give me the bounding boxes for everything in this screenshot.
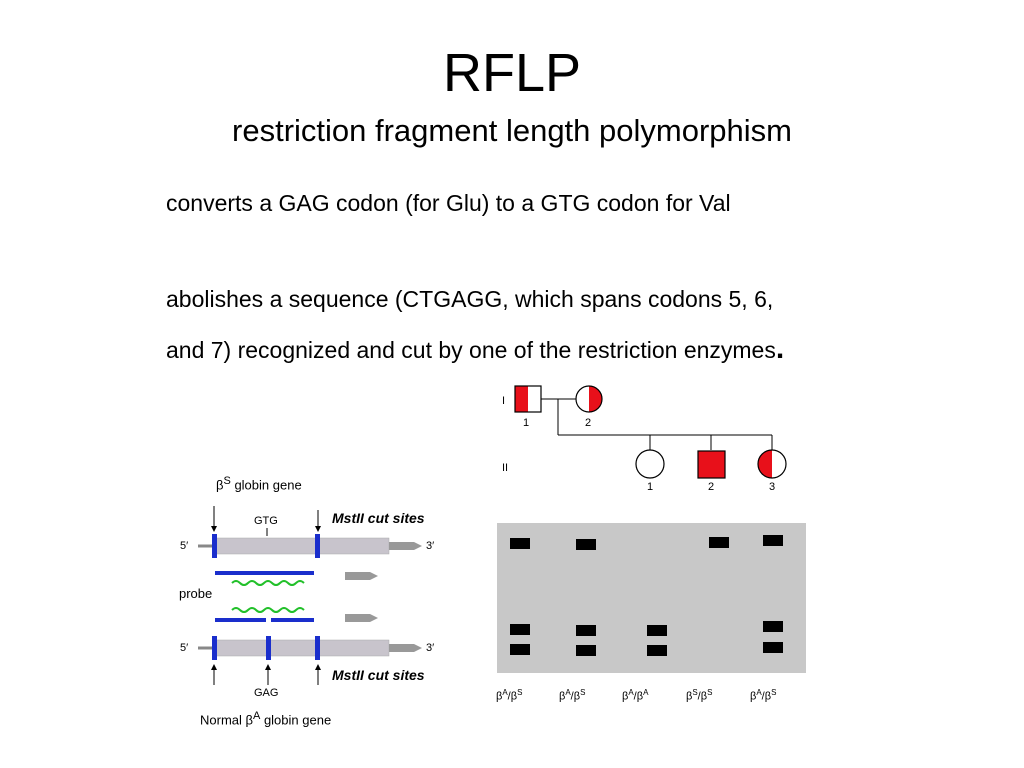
direction-arrow-top	[345, 572, 378, 580]
gen1-number-1: 1	[523, 417, 530, 429]
arrowhead-top-right	[315, 526, 321, 532]
gel-band-lane1-upper	[510, 538, 530, 549]
gen2-number-2: 2	[708, 481, 715, 493]
body-line-3: and 7) recognized and cut by one of the …	[166, 334, 784, 365]
genotype-lane-5: βA/βS	[750, 688, 777, 703]
probe-label: probe	[179, 586, 213, 601]
arrowhead-top-left	[211, 526, 217, 532]
gene-tail-top	[389, 542, 422, 550]
five-prime-top: 5′	[180, 540, 189, 552]
gene-bar-bottom	[213, 639, 390, 657]
cut-site-top-left	[212, 534, 217, 558]
globin-gene-figure: βS globin gene GTG MstII cut sites 5′ 3′…	[170, 470, 470, 730]
three-prime-top: 3′	[426, 540, 435, 552]
pedigree-ii2-male-square	[697, 450, 726, 479]
slide-title: RFLP	[442, 43, 582, 103]
gel-band-lane4-upper	[709, 537, 729, 548]
cut-sites-label-bottom: MstII cut sites	[332, 667, 425, 683]
direction-arrow-bottom	[345, 614, 378, 622]
body-line-3-period: .	[775, 332, 785, 365]
pedigree-ii3-half-filled	[758, 450, 772, 478]
gene-tail-bottom	[389, 644, 422, 652]
pedigree: I II 1 2 1 2 3	[490, 380, 810, 515]
body-line-1: converts a GAG codon (for Glu) to a GTG …	[166, 190, 731, 216]
pedigree-ii3-female-circle	[757, 449, 787, 479]
gel-band-lane3-lower-b	[647, 645, 667, 656]
gel-band-lane5-lower-b	[763, 642, 783, 653]
probe-wave-top	[231, 580, 305, 586]
gen2-number-1: 1	[647, 481, 654, 493]
gel-band-lane3-lower-a	[647, 625, 667, 636]
genotype-lane-2: βA/βS	[559, 688, 586, 703]
codon-gag-label: GAG	[254, 687, 279, 699]
cut-sites-label-top: MstII cut sites	[332, 510, 425, 526]
gene-diagram-graphics	[198, 506, 422, 685]
genotype-lane-1: βA/βS	[496, 688, 523, 703]
gen2-number-3: 3	[769, 481, 776, 493]
arrowhead-bottom-left	[211, 664, 217, 670]
gel-band-lane5-upper	[763, 535, 783, 546]
sickle-gene-label: βS globin gene	[216, 475, 302, 493]
pedigree-i2-half-filled	[589, 386, 602, 412]
pedigree-i1-half-filled	[515, 386, 528, 412]
gene-bar-top	[213, 537, 390, 555]
gel-band-lane2-lower-b	[576, 645, 596, 656]
probe-wave-bottom	[231, 607, 305, 613]
generation-ii-label: II	[502, 462, 509, 474]
pedigree-graphics	[514, 385, 787, 479]
arrowhead-bottom-middle	[265, 664, 271, 670]
gen1-number-2: 2	[585, 417, 592, 429]
gel-band-lane2-upper	[576, 539, 596, 550]
cut-site-bottom-middle	[266, 636, 271, 660]
pedigree-i2-female-circle	[575, 385, 603, 413]
pedigree-ii1-female-circle	[635, 449, 665, 479]
cut-site-bottom-left	[212, 636, 217, 660]
gel-panel	[497, 523, 806, 673]
codon-gtg-label: GTG	[254, 515, 278, 527]
arrowhead-bottom-right	[315, 664, 321, 670]
cut-site-top-right	[315, 534, 320, 558]
cut-site-bottom-right	[315, 636, 320, 660]
gel-band-lane2-lower-a	[576, 625, 596, 636]
three-prime-bottom: 3′	[426, 642, 435, 654]
slide-subtitle: restriction fragment length polymorphism	[232, 113, 792, 148]
genotype-lane-3: βA/βA	[622, 688, 649, 703]
five-prime-bottom: 5′	[180, 642, 189, 654]
gel-band-lane1-lower-a	[510, 624, 530, 635]
genotype-lane-4: βS/βS	[686, 688, 713, 703]
gel-band-lane5-lower-a	[763, 621, 783, 632]
generation-i-label: I	[502, 395, 506, 407]
gel-band-lane1-lower-b	[510, 644, 530, 655]
normal-gene-label: Normal βA globin gene	[200, 710, 332, 728]
body-line-2: abolishes a sequence (CTGAGG, which span…	[166, 286, 774, 312]
body-line-3-text: and 7) recognized and cut by one of the …	[166, 337, 776, 363]
